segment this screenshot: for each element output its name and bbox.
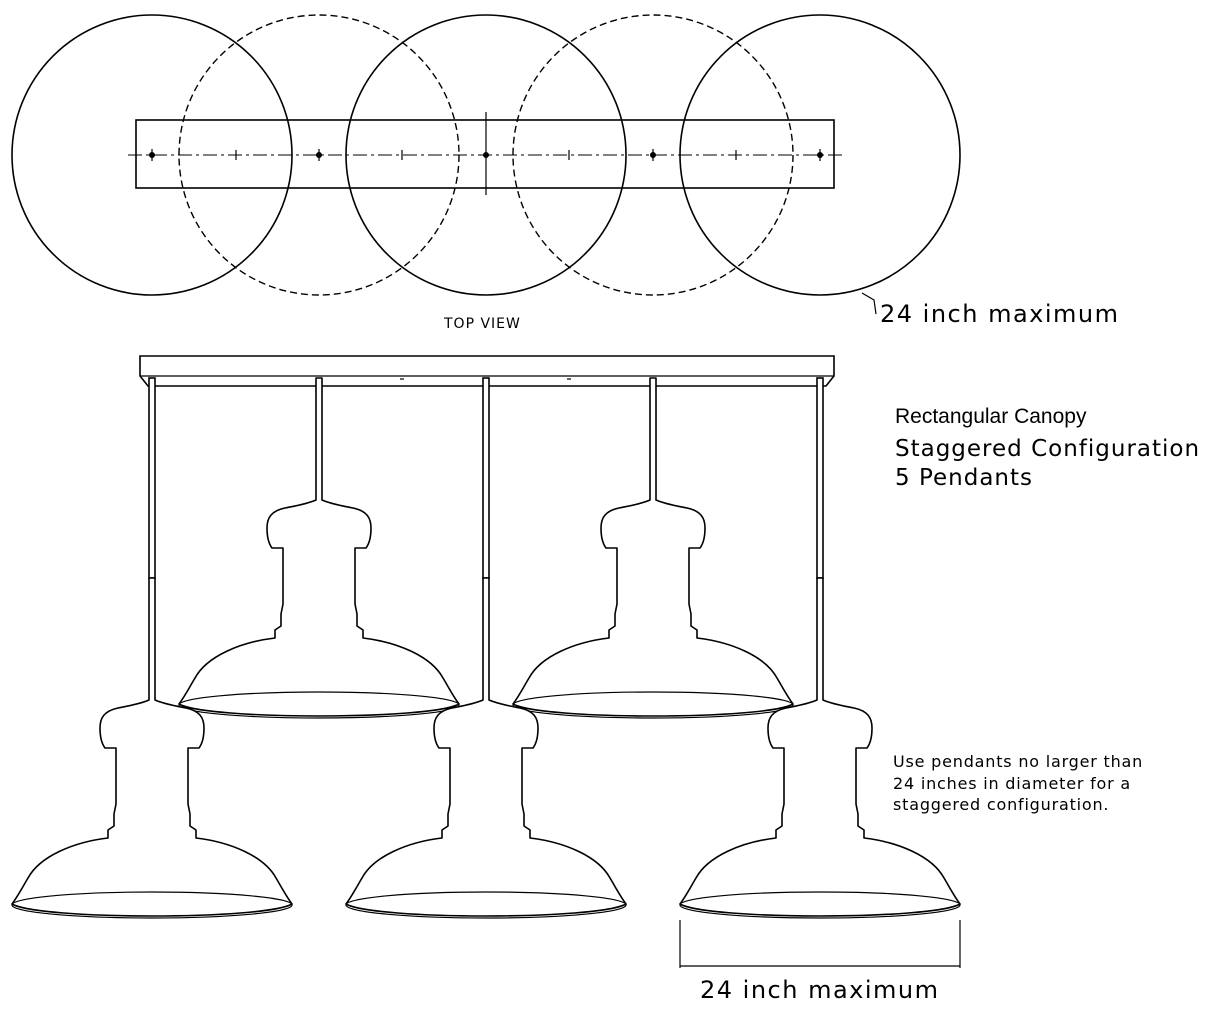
title-canopy: Rectangular Canopy	[895, 405, 1087, 428]
elevation-dimension-label: 24 inch maximum	[700, 976, 940, 1004]
top-view-label: TOP VIEW	[443, 316, 521, 332]
note-line-3: staggered configuration.	[893, 795, 1109, 814]
top-view-leader	[861, 292, 877, 315]
top-view-circle-4	[512, 14, 794, 296]
note-line-1: Use pendants no larger than	[893, 752, 1143, 771]
elevation-view: 24 inch maximum	[11, 355, 961, 1004]
pendant-front-1	[11, 377, 293, 919]
top-view-canopy	[135, 119, 835, 189]
pendant-back-1	[178, 377, 460, 719]
pendant-front-2	[345, 377, 627, 919]
top-view-dimension-label: 24 inch maximum	[880, 300, 1120, 328]
elevation-dimension	[679, 920, 961, 968]
pendant-back-2	[512, 377, 794, 719]
note-line-2: 24 inches in diameter for a	[893, 774, 1131, 793]
title-configuration: Staggered Configuration	[895, 436, 1200, 462]
usage-note: Use pendants no larger than 24 inches in…	[893, 752, 1143, 814]
title-count: 5 Pendants	[895, 465, 1033, 491]
pendant-front-3	[679, 377, 961, 919]
top-view-mount-points	[149, 149, 823, 161]
title-block: Rectangular Canopy Staggered Configurati…	[895, 405, 1200, 491]
top-view: 24 inch maximum TOP VIEW	[11, 14, 1120, 332]
